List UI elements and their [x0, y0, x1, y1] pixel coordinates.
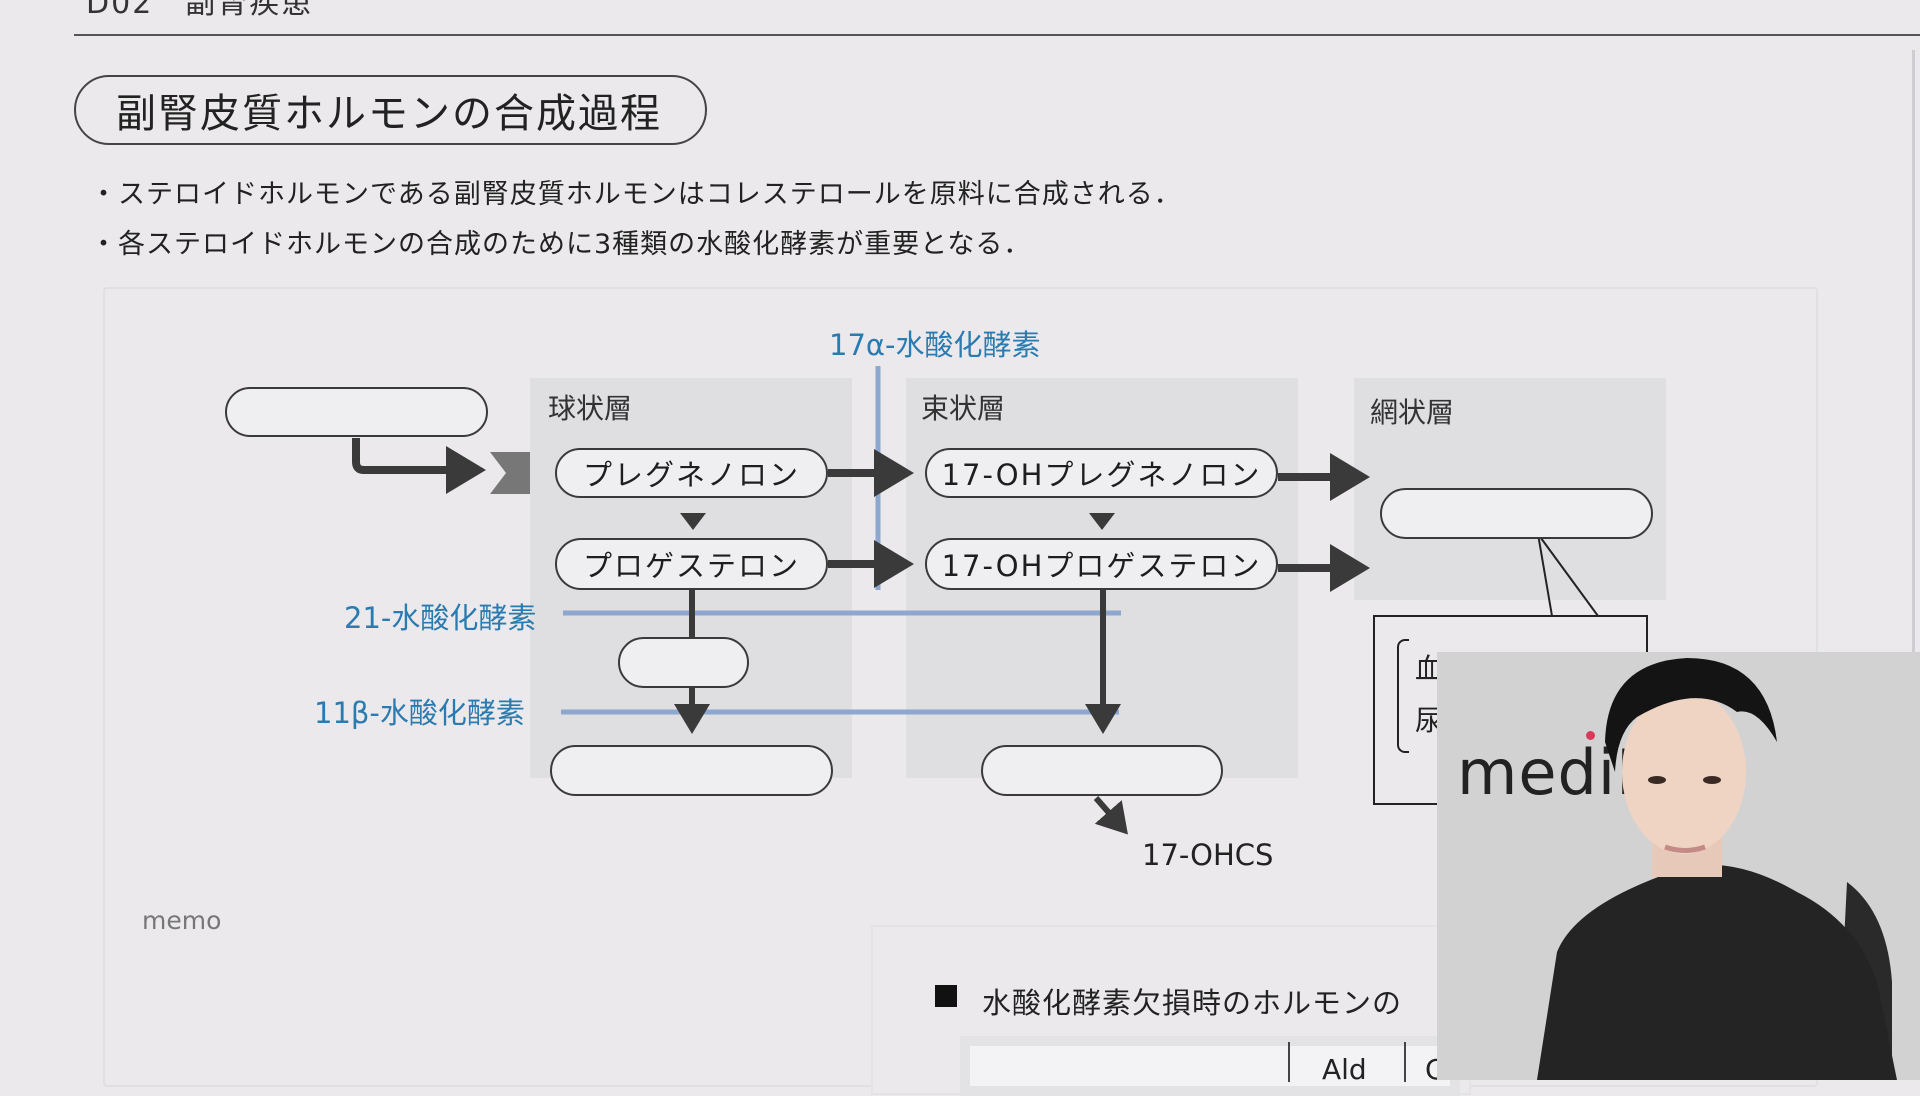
node-glomerulosa-mid-blank[interactable]: [618, 637, 749, 688]
arrow-17ohpreg-to-17ohprog-icon: [1089, 513, 1115, 530]
enzyme-label-21: 21-水酸化酵素: [344, 601, 537, 635]
slide-title: 副腎皮質ホルモンの合成過程: [74, 75, 707, 145]
node-17oh-progesterone[interactable]: 17-OHプロゲステロン: [925, 538, 1278, 590]
presenter-face: [1622, 690, 1746, 854]
square-bullet-icon: [935, 985, 957, 1007]
deficiency-table: [960, 1036, 1460, 1096]
brand-logo-text: medi: [1457, 736, 1617, 809]
brand-logo-dot: [1586, 731, 1595, 740]
bullet-1: ・ステロイドホルモンである副腎皮質ホルモンはコレステロールを原料に合成される．: [90, 179, 1182, 210]
node-progesterone[interactable]: プロゲステロン: [555, 538, 828, 590]
presenter-hair: [1605, 658, 1777, 772]
node-pregnenolone[interactable]: プレグネノロン: [555, 448, 828, 498]
presenter-torso: [1537, 864, 1897, 1080]
zone-label-glomerulosa: 球状層: [548, 392, 633, 425]
callout-pointer-left: [1537, 533, 1553, 617]
entry-chevron-icon: [490, 452, 530, 494]
table-divider-1: [1288, 1042, 1290, 1082]
slide-title-text: 副腎皮質ホルモンの合成過程: [116, 91, 662, 137]
node-reticularis-output-blank[interactable]: [1380, 488, 1653, 539]
webcam-overlay: mediL: [1437, 652, 1920, 1080]
node-cholesterol-blank[interactable]: [225, 387, 488, 437]
subpanel-title: 水酸化酵素欠損時のホルモンの: [982, 986, 1403, 1020]
node-glomerulosa-output-blank[interactable]: [550, 745, 833, 796]
node-17oh-pregnenolone[interactable]: 17-OHプレグネノロン: [925, 448, 1278, 498]
table-divider-2: [1404, 1042, 1406, 1082]
zone-label-fasciculata: 束状層: [921, 392, 1006, 425]
scrollbar[interactable]: [1912, 50, 1915, 1080]
arrow-source-to-glomerulosa: [352, 438, 486, 494]
enzyme-label-11b: 11β-水酸化酵素: [314, 696, 525, 730]
callout-bracket: [1397, 639, 1409, 753]
header-divider: [74, 34, 1920, 36]
bullet-2: ・各ステロイドホルモンの合成のために3種類の水酸化酵素が重要となる．: [90, 229, 1032, 260]
arrow-preg-to-prog-icon: [680, 513, 706, 530]
presenter-video: [1537, 658, 1897, 1080]
zone-label-reticularis: 網状層: [1370, 396, 1455, 429]
arrow-to-17ohcs: [1093, 796, 1128, 835]
table-header-ald: Ald: [1322, 1053, 1367, 1086]
section-header: D02 副腎疾患: [86, 0, 314, 21]
memo-label: memo: [142, 906, 222, 935]
metabolite-17ohcs: 17-OHCS: [1142, 838, 1274, 872]
callout-pointer-right: [1537, 533, 1646, 617]
node-fasciculata-output-blank[interactable]: [981, 745, 1223, 796]
enzyme-label-17a: 17α-水酸化酵素: [829, 328, 1041, 362]
